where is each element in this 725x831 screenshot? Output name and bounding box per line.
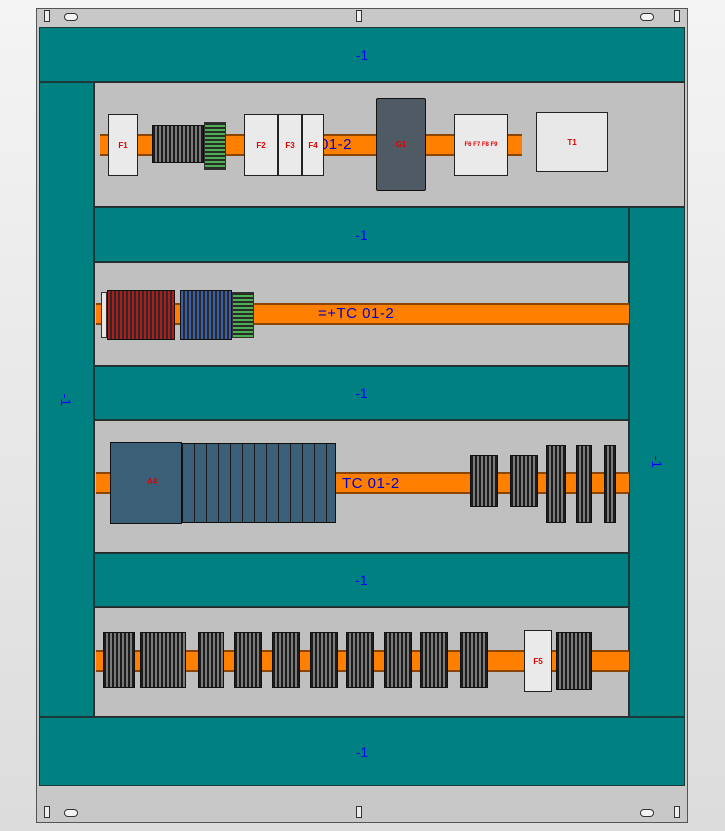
terminal-block-green[interactable] xyxy=(232,292,254,338)
slot-icon xyxy=(44,10,50,22)
terminal-block-group[interactable] xyxy=(140,632,186,688)
component-tag: F2 xyxy=(256,140,266,150)
duct-label: -1 xyxy=(355,46,369,63)
mounting-hole-icon xyxy=(640,809,654,817)
component-tag: A4 xyxy=(147,477,158,486)
terminal-block-group[interactable] xyxy=(576,445,592,523)
terminal-block-group[interactable] xyxy=(470,455,498,507)
terminal-block-group[interactable] xyxy=(546,445,566,523)
cable-duct-middle-2[interactable]: -1 xyxy=(94,366,629,420)
terminal-block-blue[interactable] xyxy=(180,290,232,340)
terminal-block-group[interactable] xyxy=(556,632,592,690)
rail-label: 01-2 xyxy=(320,136,353,153)
component-tag: F5 xyxy=(533,656,543,666)
cable-duct-middle-3[interactable]: -1 xyxy=(94,553,629,607)
terminal-block-group[interactable] xyxy=(384,632,412,688)
terminal-block-group[interactable] xyxy=(198,632,224,688)
circuit-breaker-f2[interactable]: F2 xyxy=(244,114,278,176)
duct-label: -1 xyxy=(58,393,75,406)
terminal-block-red[interactable] xyxy=(107,290,175,340)
cable-duct-right[interactable]: -1 xyxy=(629,207,685,717)
terminal-block-group[interactable] xyxy=(510,455,538,507)
terminal-block-green[interactable] xyxy=(204,122,226,170)
cable-duct-top[interactable]: -1 xyxy=(39,27,685,82)
mounting-hole-icon xyxy=(64,809,78,817)
component-tag: F3 xyxy=(285,140,295,150)
slot-icon xyxy=(674,806,680,818)
duct-label: -1 xyxy=(355,226,368,243)
circuit-breaker-group[interactable]: F6 F7 F8 F9 xyxy=(454,114,508,176)
slot-icon xyxy=(44,806,50,818)
rail-label: =+TC 01-2 xyxy=(318,305,395,322)
circuit-breaker-f3[interactable]: F3 xyxy=(278,114,302,176)
circuit-breaker-f1[interactable]: F1 xyxy=(108,114,138,176)
component-tag: F1 xyxy=(118,140,128,150)
terminal-block-group[interactable] xyxy=(234,632,262,688)
circuit-breaker-f5[interactable]: F5 xyxy=(524,630,552,692)
plc-io-modules[interactable] xyxy=(182,443,336,523)
end-clamp[interactable] xyxy=(101,292,107,338)
cable-duct-bottom[interactable]: -1 xyxy=(39,717,685,786)
mounting-hole-icon xyxy=(640,13,654,21)
terminal-block-group[interactable] xyxy=(346,632,374,688)
component-tag: F6 F7 F8 F9 xyxy=(464,142,498,148)
terminal-block-group[interactable] xyxy=(420,632,448,688)
component-tag: F4 xyxy=(308,140,318,150)
plc-cpu-a4[interactable]: A4 xyxy=(110,442,182,524)
slot-icon xyxy=(674,10,680,22)
component-tag: T1 xyxy=(567,137,577,147)
terminal-block-group[interactable] xyxy=(460,632,488,688)
terminal-block-group[interactable] xyxy=(152,125,204,163)
cable-duct-middle-1[interactable]: -1 xyxy=(94,207,629,262)
terminal-block-group[interactable] xyxy=(103,632,135,688)
power-supply-g1[interactable]: G1 xyxy=(376,98,426,191)
duct-label: -1 xyxy=(648,455,665,469)
transformer-t1[interactable]: T1 xyxy=(536,112,608,172)
component-tag: G1 xyxy=(395,140,407,149)
terminal-block-group[interactable] xyxy=(604,445,616,523)
slot-icon xyxy=(356,806,362,818)
circuit-breaker-f4[interactable]: F4 xyxy=(302,114,324,176)
terminal-block-group[interactable] xyxy=(272,632,300,688)
rail-label: TC 01-2 xyxy=(342,475,400,492)
cable-duct-left[interactable]: -1 xyxy=(39,82,94,717)
terminal-block-group[interactable] xyxy=(310,632,338,688)
duct-label: -1 xyxy=(355,572,368,588)
duct-label: -1 xyxy=(355,743,369,760)
duct-label: -1 xyxy=(355,385,368,401)
mounting-hole-icon xyxy=(64,13,78,21)
slot-icon xyxy=(356,10,362,22)
